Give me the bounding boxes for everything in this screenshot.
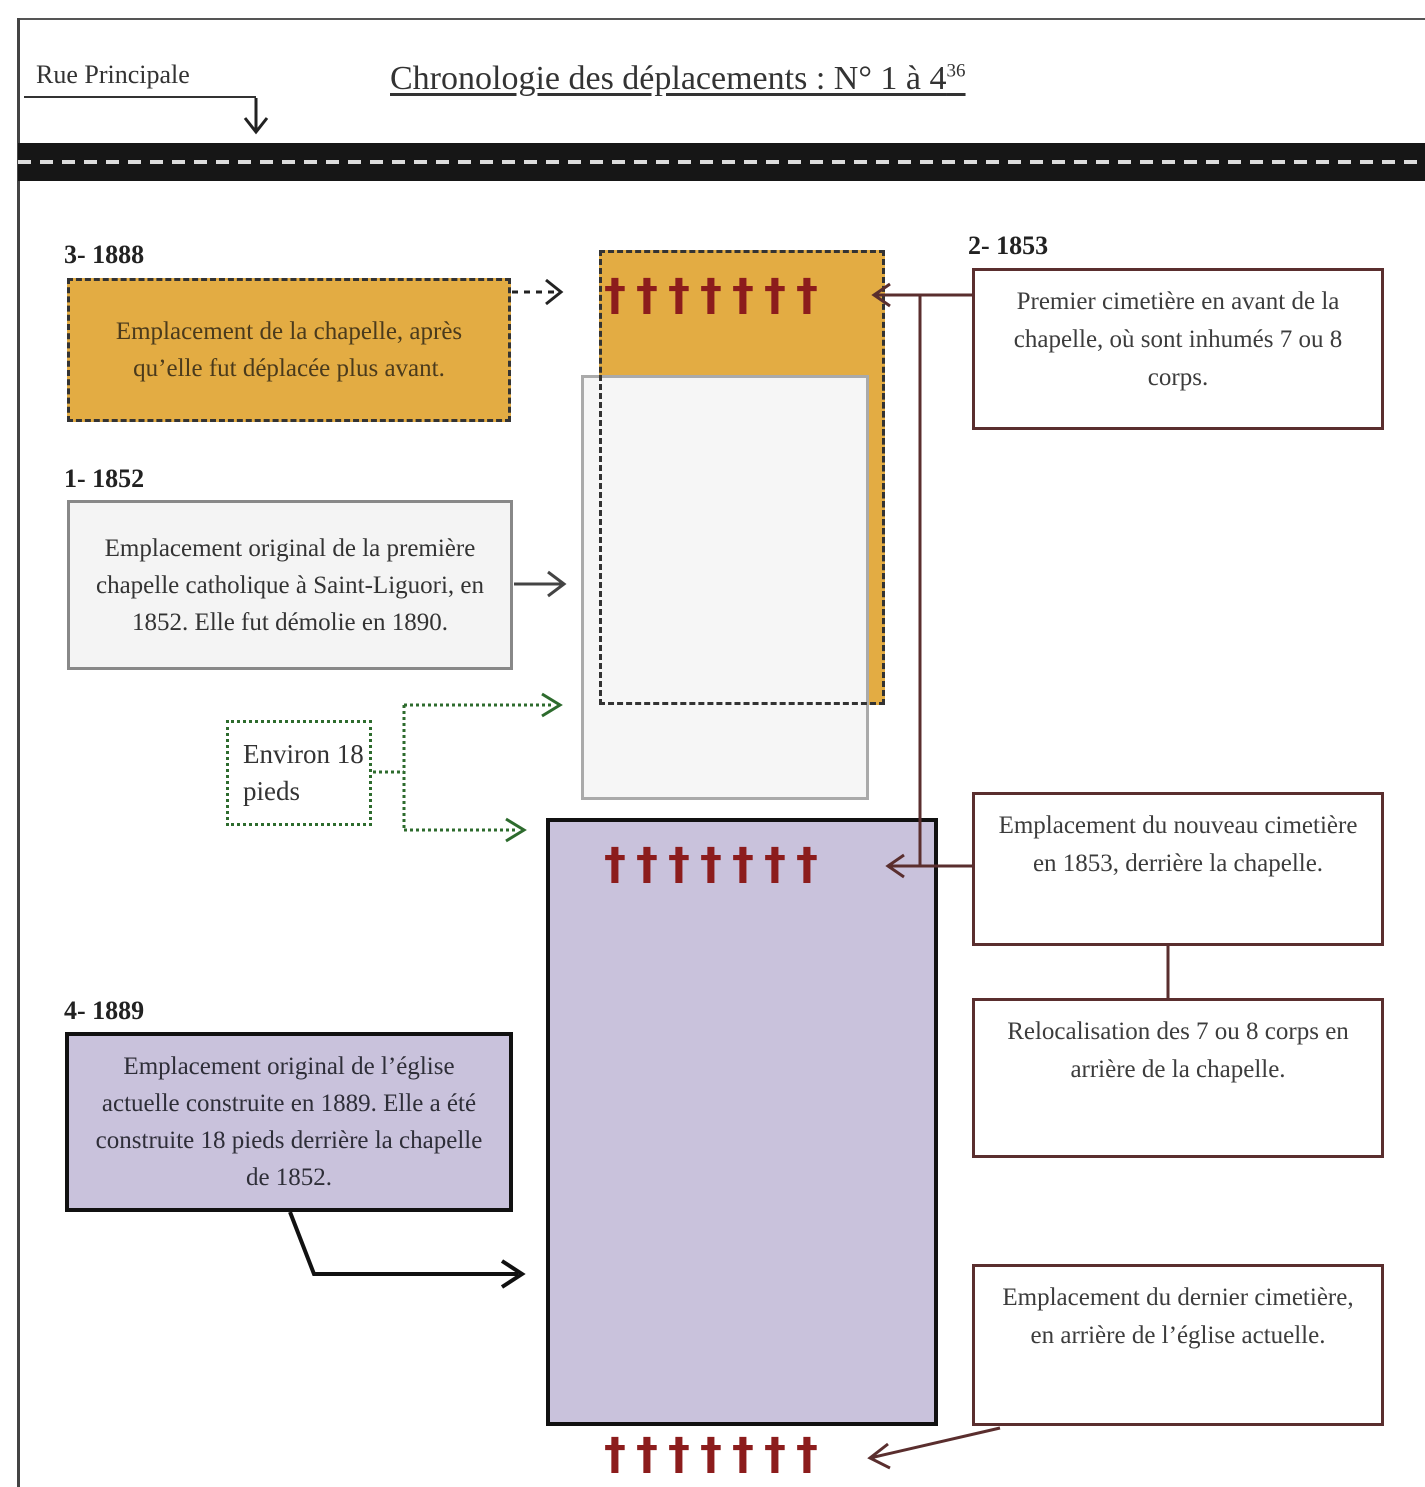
chapel-1852-footprint — [581, 375, 869, 800]
event-text-1852: Emplacement original de la première chap… — [95, 534, 485, 636]
distance-note-box: Environ 18 pieds — [226, 720, 372, 826]
arrow-1852 — [514, 570, 567, 598]
arrow-1888 — [512, 278, 564, 306]
street-arrow — [243, 98, 269, 135]
street-underline — [24, 96, 256, 98]
chapel-1888-outline — [599, 375, 885, 705]
event-box-1852: Emplacement original de la première chap… — [67, 500, 513, 670]
frame-top-border — [18, 18, 1425, 20]
cemetery-connectors — [867, 282, 1170, 1470]
year-label-1852: 1- 1852 — [64, 464, 145, 493]
event-box-1889: Emplacement original de l’église actuell… — [65, 1032, 513, 1212]
cemetery-1853-first-crosses: ††††††† — [604, 270, 828, 321]
relocation-box: Relocalisation des 7 ou 8 corps en arriè… — [972, 998, 1384, 1158]
event-text-1888: Emplacement de la chapelle, après qu’ell… — [115, 318, 463, 382]
frame-left-border — [17, 18, 20, 1487]
year-label-1853: 2- 1853 — [968, 231, 1049, 260]
new-cemetery-box: Emplacement du nouveau cimetière en 1853… — [972, 792, 1384, 946]
event-text-1889: Emplacement original de l’église actuell… — [95, 1053, 483, 1191]
new-cemetery-text: Emplacement du nouveau cimetière en 1853… — [998, 812, 1358, 877]
cemetery-new-crosses: ††††††† — [604, 839, 828, 890]
distance-connector — [373, 703, 554, 832]
distance-note-text: Environ 18 pieds — [243, 739, 364, 806]
year-label-1889: 4- 1889 — [64, 996, 145, 1025]
street-label: Rue Principale — [36, 60, 190, 89]
arrow-1889 — [288, 1211, 526, 1289]
event-box-1888: Emplacement de la chapelle, après qu’ell… — [67, 278, 511, 422]
relocation-text: Relocalisation des 7 ou 8 corps en arriè… — [1007, 1018, 1349, 1083]
event-box-1853: Premier cimetière en avant de la chapell… — [972, 268, 1384, 430]
page-title: Chronologie des déplacements : N° 1 à 43… — [390, 60, 966, 98]
title-text: Chronologie des déplacements : N° 1 à 4 — [390, 60, 947, 97]
cemetery-last-crosses: ††††††† — [604, 1429, 828, 1480]
last-cemetery-box: Emplacement du dernier cimetière, en arr… — [972, 1264, 1384, 1426]
church-1889-footprint — [546, 818, 938, 1426]
title-superscript: 36 — [946, 60, 966, 82]
distance-arrowheads — [505, 692, 563, 843]
event-text-1853: Premier cimetière en avant de la chapell… — [1013, 288, 1343, 391]
year-label-1888: 3- 1888 — [64, 240, 145, 269]
road-centerline — [18, 160, 1425, 164]
last-cemetery-text: Emplacement du dernier cimetière, en arr… — [1002, 1284, 1354, 1349]
